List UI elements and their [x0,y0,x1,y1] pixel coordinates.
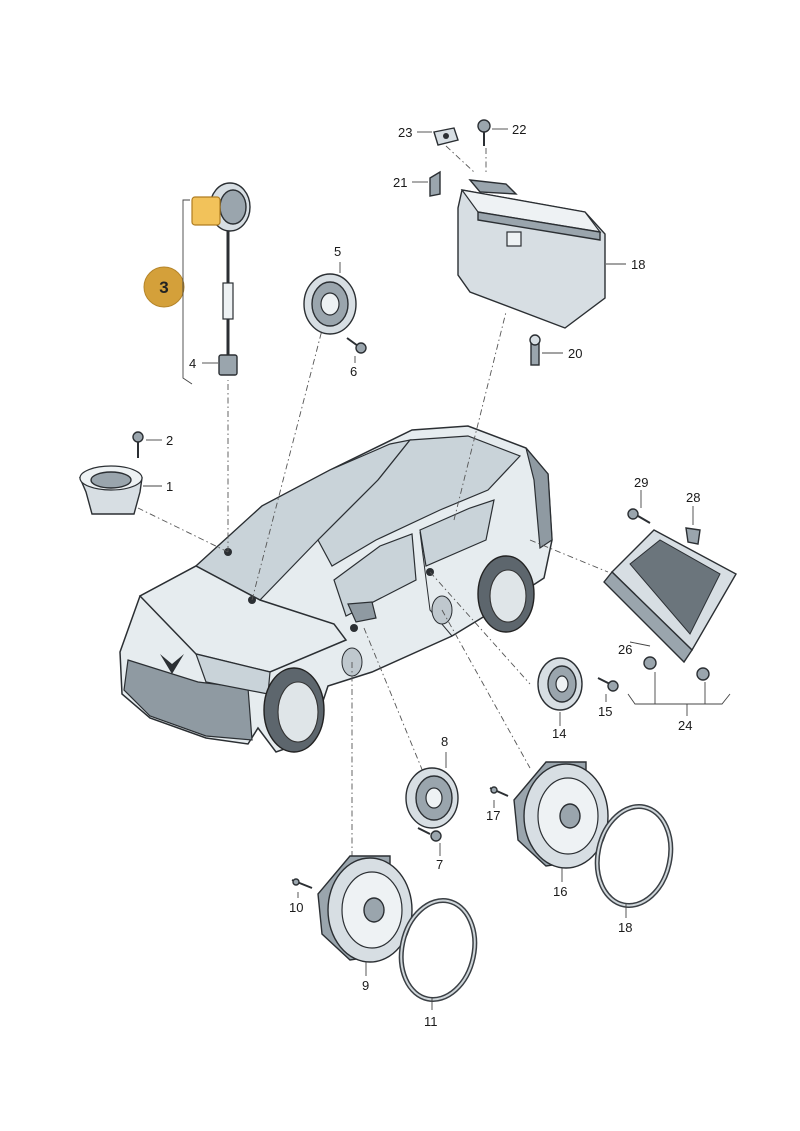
clip-24[interactable] [433,127,459,146]
callout-11: 11 [424,1014,438,1029]
callout-7: 7 [436,857,443,872]
callout-23: 22 [512,122,526,137]
woofer-9[interactable] [317,855,413,963]
callout-4: 4 [189,356,196,371]
tweeter-5[interactable] [303,273,357,335]
callout-29: 29 [634,475,648,490]
control-unit-26[interactable] [603,529,737,664]
car-body [119,425,553,753]
callout-21: 20 [568,346,582,361]
callout-20: 18 [631,257,645,272]
badge-label: 3 [159,278,168,297]
screw-6[interactable] [346,337,367,354]
callout-22: 21 [393,175,407,190]
callout-8: 8 [441,734,448,749]
screw-7[interactable] [417,827,442,842]
callout-28: 28 [686,490,700,505]
bolt-27[interactable] [643,656,710,681]
callout-6: 6 [350,364,357,379]
bolt-21[interactable] [529,334,541,366]
callout-24: 23 [398,125,412,140]
callout-27: 24 [678,718,692,733]
screw-17[interactable] [489,786,509,797]
screw-2[interactable] [132,431,144,458]
callout-18: 18 [618,920,632,935]
seal-ring-18[interactable] [588,800,679,913]
callout-10: 10 [289,900,303,915]
leader-lines [137,311,609,868]
tweeter-14[interactable] [537,657,583,711]
callout-14: 14 [552,726,566,741]
connector-4 [218,354,238,376]
midrange-speaker-8[interactable] [405,767,459,829]
seal-ring-11[interactable] [392,894,483,1007]
highlighted-tweeter [191,196,221,226]
badge-bracket [182,199,193,385]
callout-15: 15 [598,704,612,719]
screw-15[interactable] [597,677,619,692]
callout-16: 16 [553,884,567,899]
bracket-22[interactable] [429,170,441,197]
speaker-1[interactable] [78,465,143,515]
callout-1: 1 [166,479,173,494]
callout-2: 2 [166,433,173,448]
callout-9: 9 [362,978,369,993]
woofer-16[interactable] [513,761,609,869]
highlight-badge[interactable]: 3 [143,266,185,308]
nut-28[interactable] [685,527,701,545]
screw-10[interactable] [291,878,313,889]
screw-23[interactable] [477,119,491,146]
callout-26: 26 [618,642,632,657]
callout-17: 17 [486,808,500,823]
amplifier-20[interactable] [457,179,606,329]
tweeter-with-cable[interactable] [191,182,251,376]
callout-5: 5 [334,244,341,259]
screw-29[interactable] [627,508,651,524]
